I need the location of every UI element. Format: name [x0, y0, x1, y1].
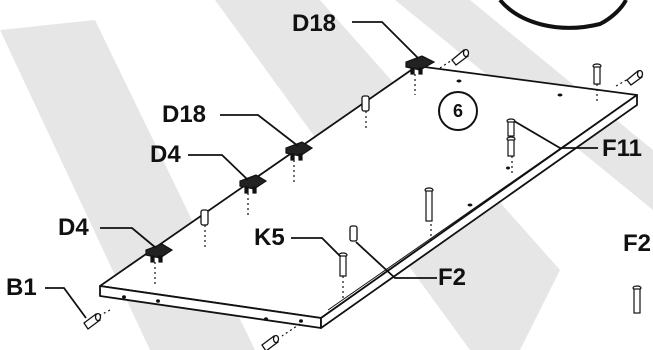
board-panel	[99, 65, 638, 329]
screw-mid	[424, 187, 434, 222]
dowel-pins	[83, 48, 644, 350]
screw-top-right	[592, 63, 602, 85]
dowel-vertical-k5	[349, 225, 358, 242]
panel-holes	[122, 79, 563, 323]
step-number-badge: 6	[438, 91, 478, 131]
fitting-d18-top	[405, 55, 436, 75]
screw-f11	[506, 118, 516, 157]
screw-k5	[338, 252, 348, 277]
dowel-b1	[83, 312, 102, 330]
fitting-d18-mid	[285, 141, 314, 161]
fitting-d4-low	[145, 243, 174, 263]
detail-circle-arc	[498, 0, 628, 30]
label-f2: F2	[438, 264, 467, 291]
dowel-top-right	[626, 69, 644, 86]
screws	[338, 63, 642, 314]
label-f11: F11	[602, 135, 643, 162]
label-d4-mid: D4	[150, 141, 181, 168]
label-d4-low: D4	[58, 214, 89, 241]
fitting-d4-mid	[239, 174, 268, 194]
cam-fittings	[145, 55, 436, 263]
label-f2-cut: F2	[623, 230, 652, 257]
label-b1: B1	[6, 274, 37, 301]
leader-lines	[45, 21, 598, 319]
dowel-vertical-left	[200, 209, 209, 226]
label-k5: K5	[254, 224, 285, 251]
dowel-bottom	[261, 334, 280, 350]
label-d18-top: D18	[292, 10, 337, 37]
screw-f2-lower-right	[632, 285, 642, 314]
dowel-vertical-mid	[361, 95, 370, 112]
dowel-top-mid	[451, 48, 470, 66]
label-d18-mid: D18	[162, 101, 207, 128]
